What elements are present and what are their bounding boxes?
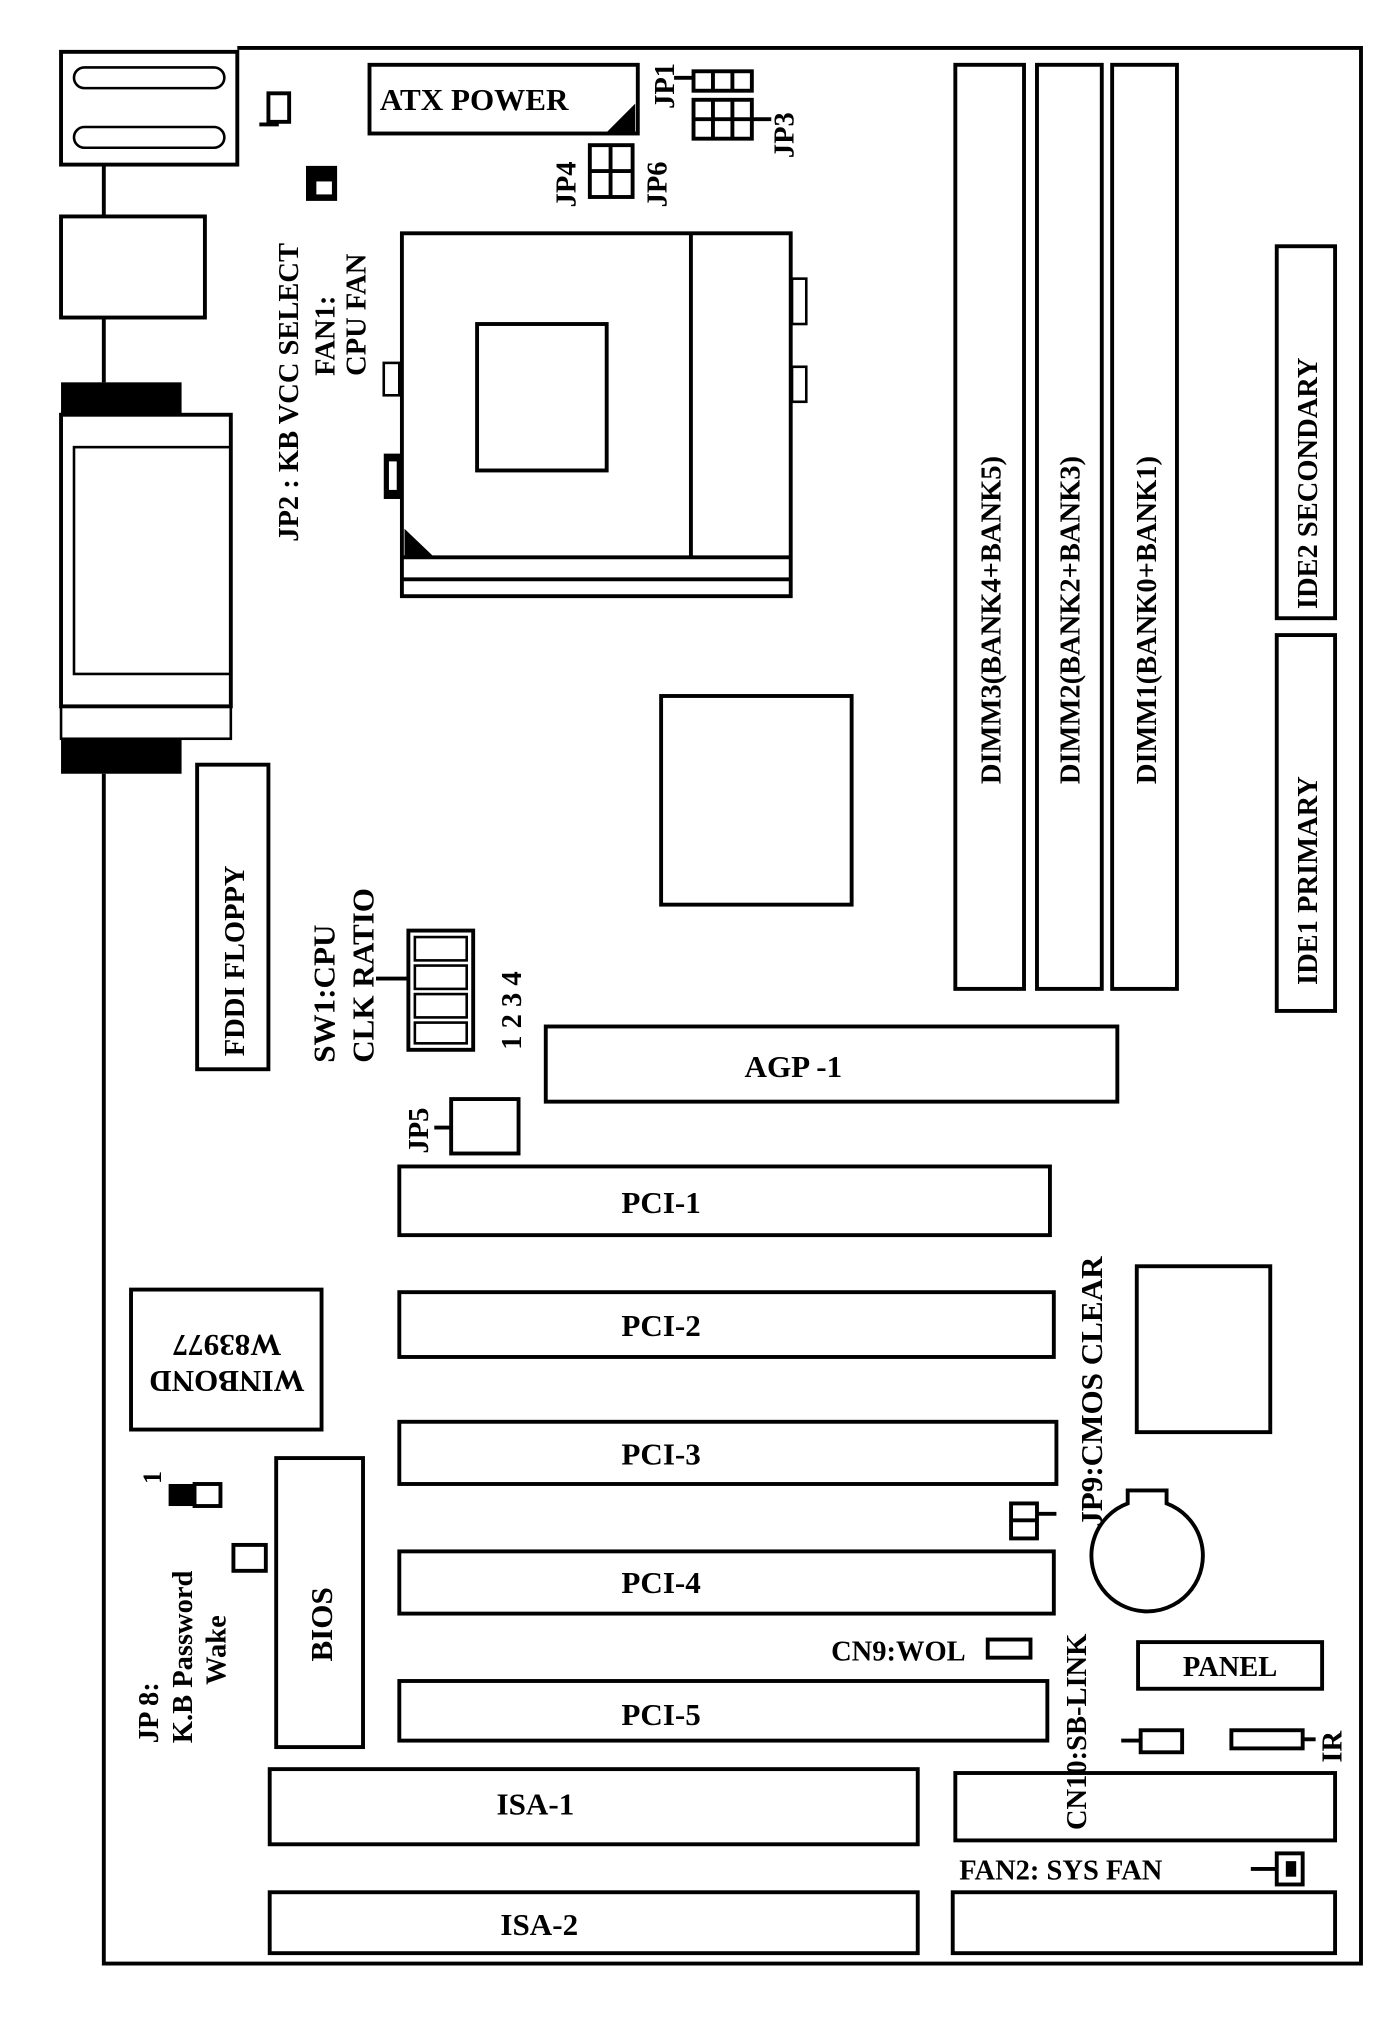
jp3-label: JP3 — [769, 112, 800, 158]
pci4-label: PCI-4 — [621, 1565, 700, 1600]
jp4-jp6-jumper — [587, 143, 635, 199]
dimm3-slot — [953, 62, 1026, 991]
cn9-wol-connector — [985, 1637, 1033, 1660]
parallel-serial-ports — [59, 382, 233, 774]
dimm1-slot — [1110, 62, 1179, 991]
cpu-socket — [382, 231, 808, 599]
cn9-label: CN9:WOL — [831, 1636, 966, 1667]
winbond-label: WINBOND — [149, 1364, 304, 1399]
atx-power-label: ATX POWER — [380, 82, 569, 117]
panel-label: PANEL — [1183, 1652, 1277, 1683]
right-block-lower — [950, 1890, 1338, 1956]
dimm3-label: DIMM3(BANK4+BANK5) — [977, 456, 1008, 784]
agp-slot — [543, 1024, 1120, 1104]
isa2-label: ISA-2 — [500, 1907, 578, 1942]
jp9-jumper — [1009, 1501, 1057, 1541]
fan1-label: FAN1: — [311, 296, 342, 376]
isa1-label: ISA-1 — [497, 1786, 575, 1821]
fan2-label: FAN2: SYS FAN — [959, 1855, 1163, 1886]
ide2-label: IDE2 SECONDARY — [1293, 357, 1324, 609]
dimm1-label: DIMM1(BANK0+BANK1) — [1132, 456, 1163, 784]
cmos-battery — [1089, 1488, 1205, 1614]
sw1-dip-switch — [375, 928, 476, 1052]
jp4-label: JP4 — [552, 161, 583, 207]
pci3-label: PCI-3 — [621, 1437, 700, 1472]
jp8-kb-password-label: K.B Password — [168, 1570, 199, 1743]
jp2-connector — [266, 91, 292, 124]
isa2-slot — [267, 1890, 920, 1956]
pci5-label: PCI-5 — [621, 1697, 700, 1732]
southbridge-chip — [1134, 1264, 1273, 1435]
winbond-model-label: W83977 — [173, 1328, 282, 1363]
ide1-connector — [1274, 633, 1338, 1013]
jp8-pin1-label: 1 — [138, 1471, 167, 1484]
atx-power-connector — [367, 62, 640, 136]
bios-label: BIOS — [304, 1587, 339, 1661]
ide1-label: IDE1 PRIMARY — [1293, 776, 1324, 985]
cn10-sb-link-connector — [1121, 1728, 1185, 1755]
floppy-label: FDDI FLOPPY — [220, 865, 251, 1056]
fan1-connector — [305, 165, 338, 201]
ir-connector — [1229, 1728, 1316, 1751]
pci2-label: PCI-2 — [621, 1308, 700, 1343]
sw1-label: SW1:CPU — [307, 925, 342, 1063]
fan1-label-cpu-fan: CPU FAN — [342, 253, 373, 376]
pci4-slot — [397, 1549, 1056, 1616]
sw1-clk-ratio-label: CLK RATIO — [345, 888, 380, 1063]
cn10-label: CN10:SB-LINK — [1062, 1634, 1093, 1830]
jp5-jumper — [449, 1097, 521, 1156]
jp1-jumper — [674, 69, 754, 93]
pci3-slot — [397, 1419, 1059, 1486]
pci1-label: PCI-1 — [621, 1185, 700, 1220]
fan2-connector — [1250, 1851, 1305, 1887]
jp3-jumper — [691, 97, 772, 141]
northbridge-chip — [659, 694, 854, 907]
jp6-label: JP6 — [642, 161, 673, 207]
jp8-jumper — [168, 1482, 268, 1573]
isa1-slot — [267, 1767, 920, 1847]
jp2-label: JP2 : KB VCC SELECT — [274, 243, 305, 542]
dimm2-label: DIMM2(BANK2+BANK3) — [1056, 456, 1087, 784]
panel-connector — [1136, 1640, 1325, 1691]
bios-chip — [274, 1456, 365, 1750]
board-outline — [101, 46, 1363, 1966]
jp8-wake-label: Wake — [202, 1615, 233, 1685]
jp9-label: JP9:CMOS CLEAR — [1074, 1256, 1109, 1527]
pci5-slot — [397, 1679, 1050, 1743]
ir-label: IR — [1318, 1731, 1349, 1763]
ide2-connector — [1274, 244, 1338, 621]
sw1-position-numbers: 1 2 3 4 — [497, 971, 528, 1049]
dimm2-slot — [1035, 62, 1104, 991]
usb-port — [59, 214, 207, 320]
jp5-label: JP5 — [404, 1108, 435, 1154]
jp1-label: JP1 — [650, 63, 681, 109]
agp-label: AGP -1 — [745, 1049, 843, 1084]
winbond-superio-chip — [129, 1287, 324, 1432]
right-block-upper — [953, 1771, 1338, 1843]
ps2-port-stack — [59, 49, 240, 167]
pci1-slot — [397, 1164, 1052, 1238]
jp8-label: JP 8: — [134, 1682, 165, 1743]
pci2-slot — [397, 1290, 1056, 1359]
floppy-connector — [195, 762, 271, 1072]
